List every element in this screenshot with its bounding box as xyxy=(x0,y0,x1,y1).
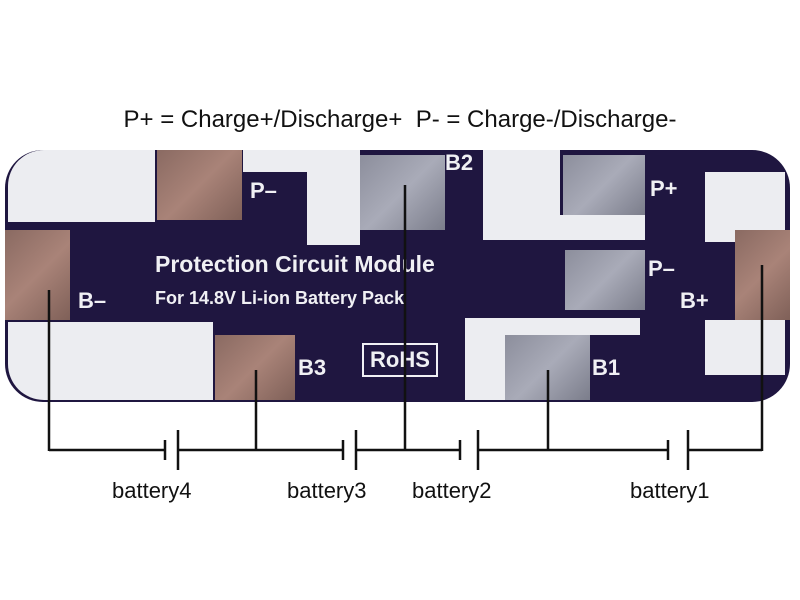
white-pad xyxy=(8,150,155,222)
rohs-mark: RoHS xyxy=(362,343,438,377)
label-p-plus: P+ xyxy=(650,176,678,201)
white-pad xyxy=(8,322,213,400)
silver-pad xyxy=(563,155,645,215)
b-minus-pad xyxy=(5,230,70,320)
label-b3: B3 xyxy=(298,355,327,380)
battery4-label: battery4 xyxy=(112,478,192,503)
label-p-minus: P– xyxy=(250,178,277,203)
label-b-plus: B+ xyxy=(680,288,709,313)
battery2-label: battery2 xyxy=(412,478,492,503)
b2-pad xyxy=(360,155,445,230)
board-subtitle: For 14.8V Li-ion Battery Pack xyxy=(155,288,405,308)
p-minus-pad-leg xyxy=(307,150,360,245)
board-title: Protection Circuit Module xyxy=(155,251,435,277)
p-plus-pad-foot xyxy=(483,215,645,240)
p-minus-right-pad xyxy=(565,250,645,310)
battery1-label: battery1 xyxy=(630,478,710,503)
white-pad xyxy=(705,320,785,375)
white-pad-leg xyxy=(465,318,505,400)
pin-legend-title: P+ = Charge+/Discharge+ P- = Charge-/Dis… xyxy=(123,106,677,133)
copper-pad xyxy=(157,150,242,220)
label-b-minus: B– xyxy=(78,288,107,313)
label-b2: B2 xyxy=(445,150,474,175)
battery3-label: battery3 xyxy=(287,478,367,503)
label-b1: B1 xyxy=(592,355,621,380)
white-pad xyxy=(465,318,640,335)
label-p-minus-right: P– xyxy=(648,256,675,281)
